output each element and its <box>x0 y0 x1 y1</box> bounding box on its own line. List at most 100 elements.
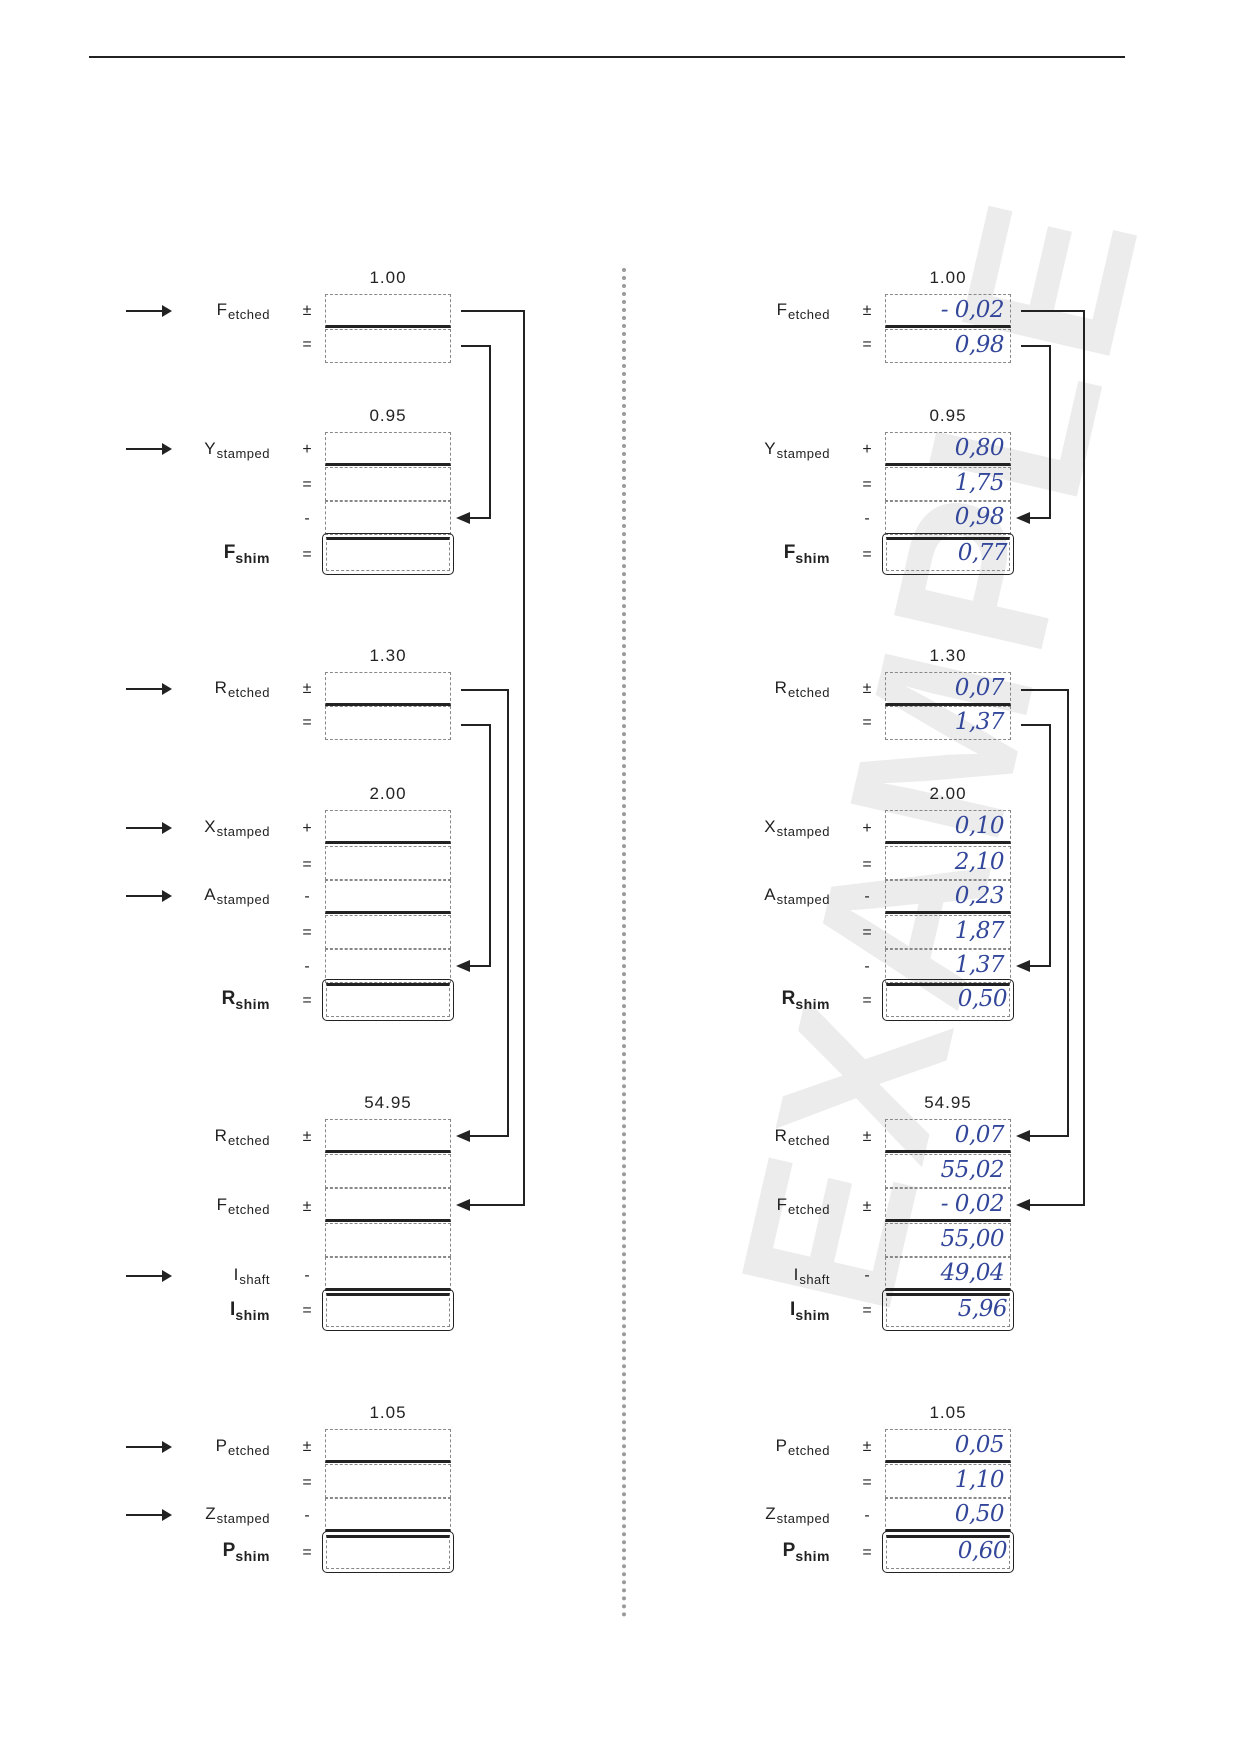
entry-box[interactable]: 0,80 <box>885 432 1011 466</box>
entry-box[interactable]: 1,87 <box>885 915 1011 949</box>
handwritten-value: 0,07 <box>954 1122 1005 1148</box>
handwritten-value: 0,80 <box>954 435 1005 461</box>
label-y-stamped: Ystamped <box>120 439 270 461</box>
input-arrow-icon <box>126 890 172 902</box>
label-f-shim-base: F <box>223 542 236 563</box>
operator-sign: ± <box>862 1128 872 1145</box>
entry-box[interactable] <box>325 810 451 844</box>
label-r-etched-2-base: R <box>214 1126 228 1145</box>
label-i-shim-base: I <box>790 1299 796 1320</box>
result-box[interactable]: 5,96 <box>882 1289 1014 1331</box>
arrowhead-r-rshim-icon <box>456 960 470 972</box>
operator-sign: = <box>302 1544 312 1561</box>
operator-sign: - <box>304 1507 310 1524</box>
entry-box[interactable]: 0,98 <box>885 501 1011 535</box>
handwritten-value: 0,10 <box>954 813 1005 839</box>
label-f-shim-base: F <box>783 542 796 563</box>
entry-box[interactable]: 0,23 <box>885 880 1011 914</box>
entry-box[interactable]: 0,98 <box>885 329 1011 363</box>
entry-box[interactable]: 55,00 <box>885 1223 1011 1257</box>
label-y-stamped-base: Y <box>204 439 217 458</box>
operator-sign: = <box>862 336 872 353</box>
entry-box[interactable]: 1,37 <box>885 706 1011 740</box>
result-box-inner <box>326 537 450 571</box>
entry-box[interactable] <box>325 706 451 740</box>
result-box[interactable]: 0,60 <box>882 1531 1014 1573</box>
reference-value: 1.00 <box>369 268 407 287</box>
label-p-etched: Petched <box>120 1436 270 1458</box>
reference-value: 0.95 <box>369 406 407 425</box>
entry-box[interactable]: 0,50 <box>885 1498 1011 1532</box>
entry-box[interactable] <box>325 1119 451 1153</box>
entry-box[interactable] <box>325 880 451 914</box>
label-r-shim-subscript: shim <box>795 996 830 1012</box>
label-f-shim-subscript: shim <box>235 550 270 566</box>
entry-box[interactable] <box>325 1188 451 1222</box>
result-box[interactable]: 0,50 <box>882 979 1014 1021</box>
label-z-stamped-subscript: stamped <box>216 1511 270 1526</box>
entry-box[interactable]: 1,10 <box>885 1464 1011 1498</box>
entry-box[interactable] <box>325 1464 451 1498</box>
entry-box[interactable]: 0,10 <box>885 810 1011 844</box>
entry-box[interactable]: 55,02 <box>885 1154 1011 1188</box>
operator-sign: ± <box>302 1128 312 1145</box>
label-z-stamped-base: Z <box>205 1504 217 1523</box>
operator-sign: = <box>862 992 872 1009</box>
connector-f-to-fshim <box>1021 345 1051 519</box>
label-r-shim-subscript: shim <box>235 996 270 1012</box>
entry-box[interactable]: 2,10 <box>885 846 1011 880</box>
label-r-etched-subscript: etched <box>227 685 270 700</box>
entry-box[interactable] <box>325 949 451 983</box>
label-p-etched-subscript: etched <box>787 1443 830 1458</box>
entry-box[interactable] <box>325 672 451 706</box>
label-x-stamped-base: X <box>204 817 217 836</box>
entry-box[interactable]: - 0,02 <box>885 1188 1011 1222</box>
result-box[interactable] <box>322 979 454 1021</box>
label-a-stamped: Astamped <box>120 885 270 907</box>
label-f-etched-2: Fetched <box>120 1195 270 1217</box>
operator-sign: - <box>304 888 310 905</box>
entry-box[interactable] <box>325 1257 451 1291</box>
entry-box[interactable]: 0,07 <box>885 672 1011 706</box>
entry-box[interactable] <box>325 846 451 880</box>
entry-box[interactable] <box>325 1223 451 1257</box>
arrowhead-f-i-icon <box>456 1199 470 1211</box>
entry-box[interactable]: 0,07 <box>885 1119 1011 1153</box>
entry-box[interactable]: - 0,02 <box>885 294 1011 328</box>
entry-box[interactable] <box>325 915 451 949</box>
operator-sign: - <box>304 1267 310 1284</box>
result-box[interactable]: 0,77 <box>882 533 1014 575</box>
entry-box[interactable]: 1,75 <box>885 467 1011 501</box>
connector-f-to-i <box>1021 310 1085 1206</box>
input-arrow-icon <box>126 1270 172 1282</box>
result-box[interactable] <box>322 533 454 575</box>
entry-box[interactable]: 0,05 <box>885 1429 1011 1463</box>
entry-box[interactable] <box>325 329 451 363</box>
entry-box[interactable] <box>325 294 451 328</box>
result-box[interactable] <box>322 1289 454 1331</box>
handwritten-value: 0,98 <box>954 332 1005 358</box>
label-p-shim-base: P <box>782 1540 796 1561</box>
label-z-stamped-base: Z <box>765 1504 777 1523</box>
input-arrow-icon <box>126 305 172 317</box>
operator-sign: = <box>862 856 872 873</box>
operator-sign: + <box>302 441 312 458</box>
label-r-etched-2: Retched <box>680 1126 830 1148</box>
arrowhead-f-fshim-icon <box>1016 512 1030 524</box>
entry-box[interactable] <box>325 501 451 535</box>
entry-box[interactable] <box>325 1498 451 1532</box>
entry-box[interactable]: 49,04 <box>885 1257 1011 1291</box>
entry-box[interactable] <box>325 432 451 466</box>
entry-box[interactable] <box>325 1154 451 1188</box>
label-f-etched-2: Fetched <box>680 1195 830 1217</box>
operator-sign: - <box>304 958 310 975</box>
label-p-shim-base: P <box>222 1540 236 1561</box>
entry-box[interactable]: 1,37 <box>885 949 1011 983</box>
result-box[interactable] <box>322 1531 454 1573</box>
label-y-stamped-subscript: stamped <box>776 446 830 461</box>
entry-box[interactable] <box>325 467 451 501</box>
entry-box[interactable] <box>325 1429 451 1463</box>
operator-sign: + <box>862 820 872 837</box>
label-r-etched-2-subscript: etched <box>787 1133 830 1148</box>
label-i-shaft: Ishaft <box>680 1265 830 1287</box>
